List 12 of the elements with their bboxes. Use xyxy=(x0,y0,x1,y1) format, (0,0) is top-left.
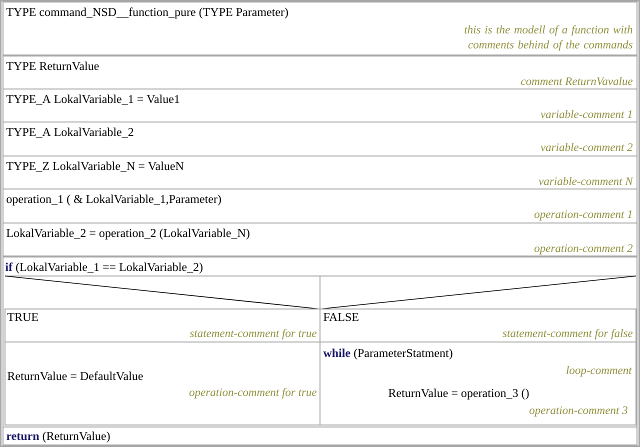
statement-box: operation_1 ( & LokalVariable_1,Parameter) operation-comment 1 xyxy=(2,188,638,224)
branch-box: FALSE statement-comment for false xyxy=(320,308,636,342)
statement-box: TYPE_Z LokalVariable_N = ValueN variable-comment N xyxy=(2,156,638,190)
statement-box: ReturnValue = DefaultValue operation-comment for true xyxy=(4,342,320,426)
function-header-box: TYPE command_NSD__function_pure (TYPE Parameter) this is the modell of a function with comments behind of the commands xyxy=(2,2,638,56)
branch-box: TRUE statement-comment for true xyxy=(4,308,320,342)
while-loop-box: while (ParameterStatment) loop-comment ReturnValue = operation_3 () operation-comment 3 xyxy=(320,342,636,426)
statement-box: return (ReturnValue) xyxy=(2,426,638,446)
statement-box: TYPE_A LokalVariable_2 variable-comment 2 xyxy=(2,122,638,156)
statement-box: LokalVariable_2 = operation_2 (LokalVariable_N) operation-comment 2 xyxy=(2,222,638,256)
statement-box: TYPE ReturnValue comment ReturnVavalue xyxy=(2,56,638,90)
statement-box: TYPE_A LokalVariable_1 = Value1 variable-comment 1 xyxy=(2,88,638,122)
